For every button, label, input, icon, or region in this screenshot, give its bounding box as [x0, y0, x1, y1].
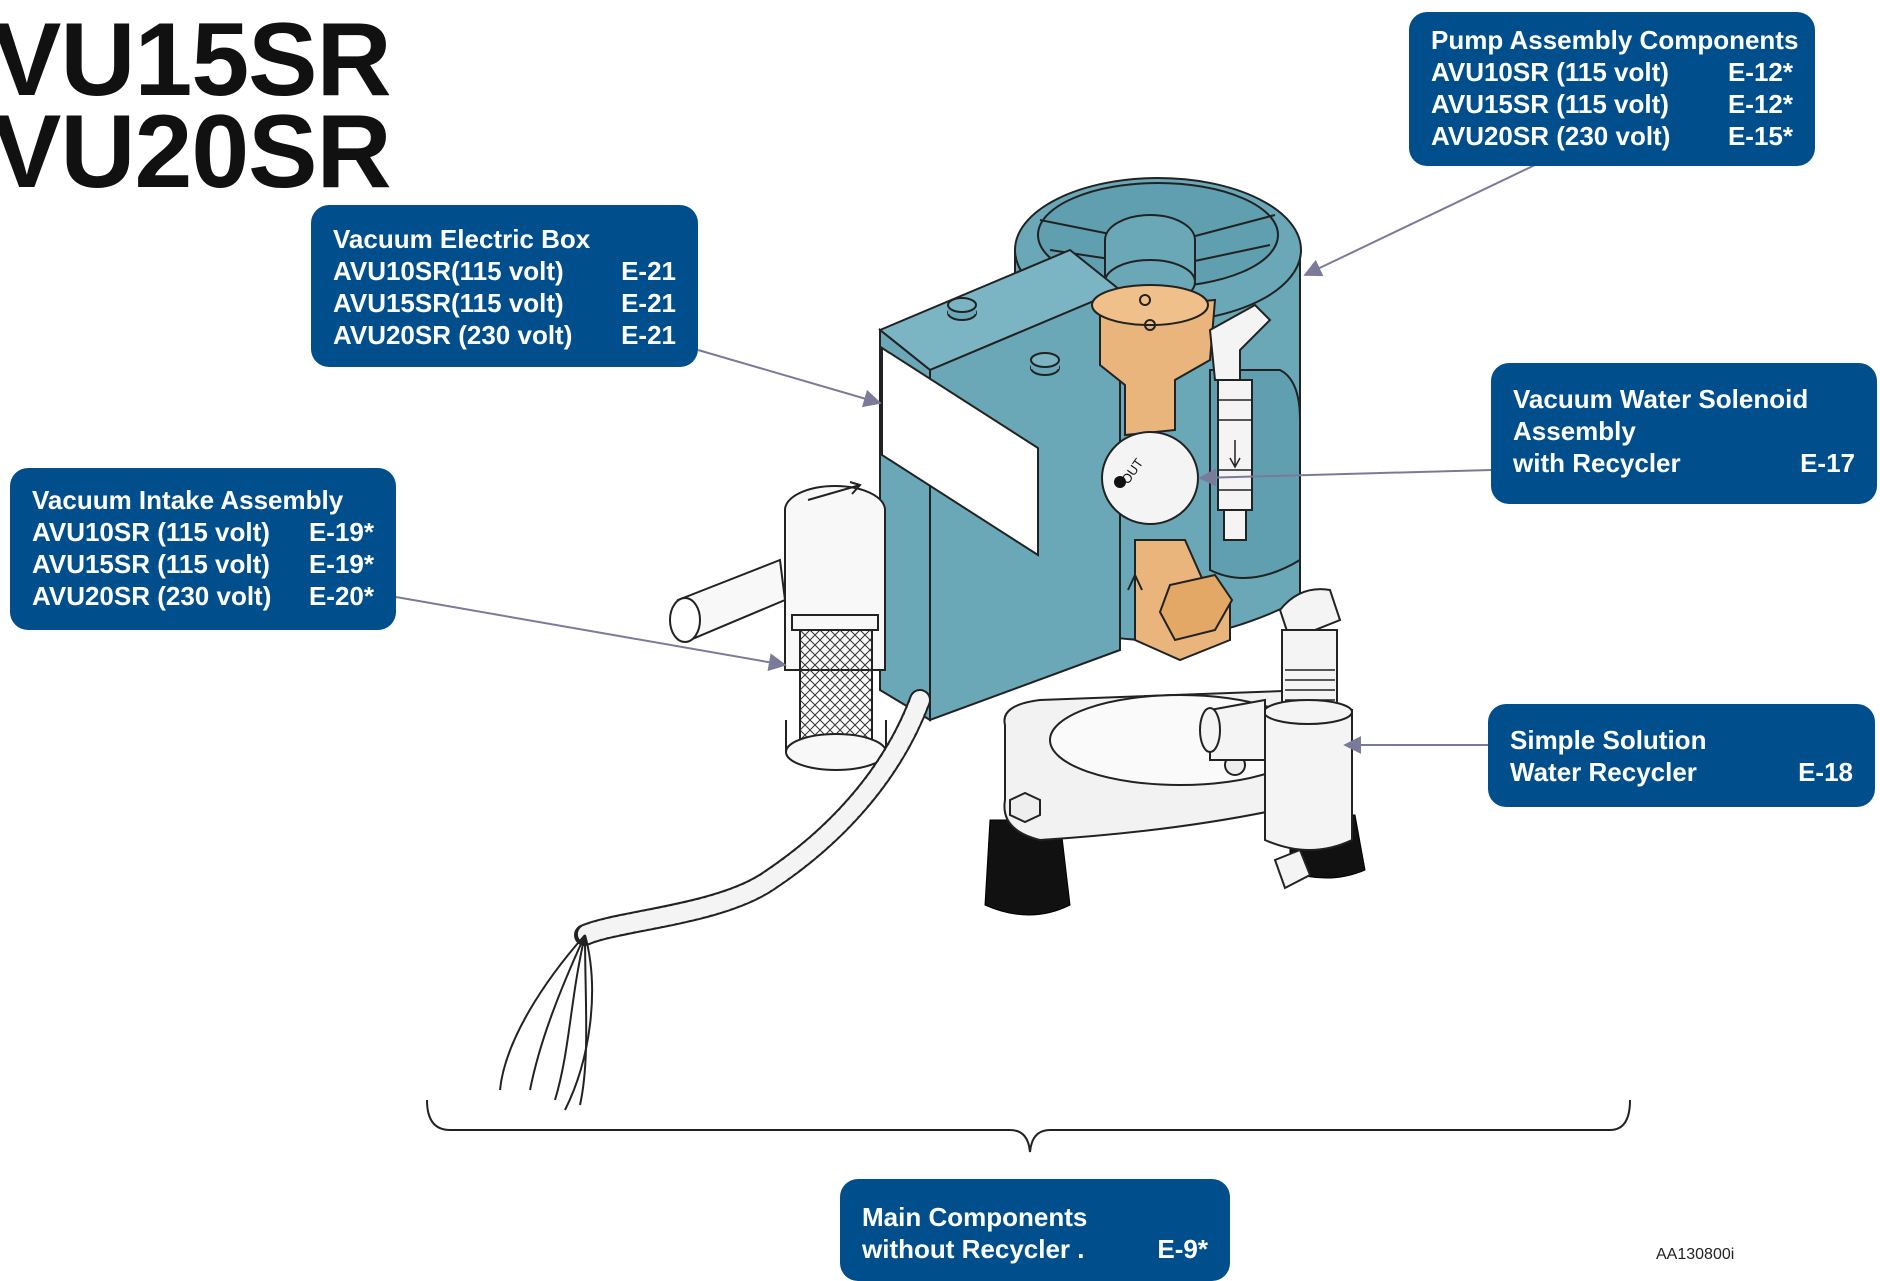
callout-intake-assembly: Vacuum Intake Assembly AVU10SR (115 volt… — [10, 468, 396, 630]
callout-recycler-row: Water Recycler E-18 — [1510, 756, 1853, 788]
model-label: AVU10SR (115 volt) — [32, 517, 270, 547]
callout-intake-row: AVU20SR (230 volt) E-20* — [32, 580, 374, 612]
callout-intake-heading: Vacuum Intake Assembly — [32, 485, 344, 515]
page-ref: E-21 — [621, 288, 676, 318]
callout-main-components: Main Components without Recycler . E-9* — [840, 1179, 1230, 1281]
callout-electric-box-row: AVU15SR(115 volt) E-21 — [333, 287, 676, 319]
callout-pump-row: AVU15SR (115 volt) E-12* — [1431, 88, 1793, 120]
variant-label: with Recycler — [1513, 448, 1681, 478]
page-ref: E-20* — [308, 581, 374, 611]
variant-label: without Recycler . — [862, 1234, 1085, 1264]
callout-pump-assembly: Pump Assembly Components AVU10SR (115 vo… — [1409, 12, 1815, 166]
callout-solenoid-heading-line-1: Vacuum Water Solenoid — [1513, 384, 1809, 414]
page-ref: E-15* — [1727, 121, 1793, 151]
grouping-brace — [426, 1099, 1631, 1153]
model-title-line-1: VU15SR — [0, 2, 392, 118]
callout-water-recycler: Simple Solution Water Recycler E-18 — [1488, 704, 1875, 807]
callout-main-row: without Recycler . E-9* — [862, 1233, 1208, 1265]
callout-pump-row: AVU20SR (230 volt) E-15* — [1431, 120, 1793, 152]
callout-intake-row: AVU15SR (115 volt) E-19* — [32, 548, 374, 580]
right-fitting — [1208, 303, 1272, 541]
callout-electric-box-row: AVU20SR (230 volt) E-21 — [333, 319, 676, 351]
callout-electric-box: Vacuum Electric Box AVU10SR(115 volt) E-… — [311, 205, 698, 367]
page-ref: E-21 — [621, 256, 676, 286]
model-label: AVU10SR (115 volt) — [1431, 57, 1669, 87]
model-title-line-2: VU20SR — [0, 94, 392, 210]
model-label: AVU20SR (230 volt) — [333, 320, 573, 350]
model-label: AVU15SR(115 volt) — [333, 288, 564, 318]
water-solenoid: OUT — [1091, 284, 1234, 662]
model-label: AVU20SR (230 volt) — [1431, 121, 1671, 151]
leader-lines — [395, 164, 1536, 754]
page-ref: E-19* — [308, 549, 374, 579]
power-cord-conduit — [499, 689, 931, 1111]
callout-water-solenoid: Vacuum Water Solenoid Assembly with Recy… — [1491, 363, 1877, 504]
page-ref: E-21 — [621, 320, 676, 350]
page-ref: E-19* — [308, 517, 374, 547]
callout-solenoid-heading-line-2: Assembly — [1513, 416, 1636, 446]
page-ref: E-12* — [1727, 57, 1793, 87]
variant-label: Water Recycler — [1510, 757, 1697, 787]
callout-solenoid-row: with Recycler E-17 — [1513, 447, 1855, 479]
model-label: AVU20SR (230 volt) — [32, 581, 272, 611]
callout-electric-box-heading: Vacuum Electric Box — [333, 224, 591, 254]
page-ref: E-18 — [1798, 757, 1853, 787]
electric-box — [878, 248, 1122, 722]
callout-intake-row: AVU10SR (115 volt) E-19* — [32, 516, 374, 548]
callout-main-heading: Main Components — [862, 1202, 1088, 1232]
callout-pump-row: AVU10SR (115 volt) E-12* — [1431, 56, 1793, 88]
figure-code: AA130800i — [1656, 1246, 1735, 1263]
page-ref: E-17 — [1800, 448, 1855, 478]
callout-pump-heading: Pump Assembly Components — [1431, 25, 1799, 55]
page-ref: E-9* — [1157, 1234, 1208, 1264]
model-label: AVU15SR (115 volt) — [32, 549, 270, 579]
model-label: AVU15SR (115 volt) — [1431, 89, 1669, 119]
callout-recycler-heading: Simple Solution — [1510, 725, 1707, 755]
intake-filter — [669, 481, 887, 771]
water-recycler — [1199, 588, 1353, 890]
page-ref: E-12* — [1727, 89, 1793, 119]
model-label: AVU10SR(115 volt) — [333, 256, 564, 286]
callout-electric-box-row: AVU10SR(115 volt) E-21 — [333, 255, 676, 287]
